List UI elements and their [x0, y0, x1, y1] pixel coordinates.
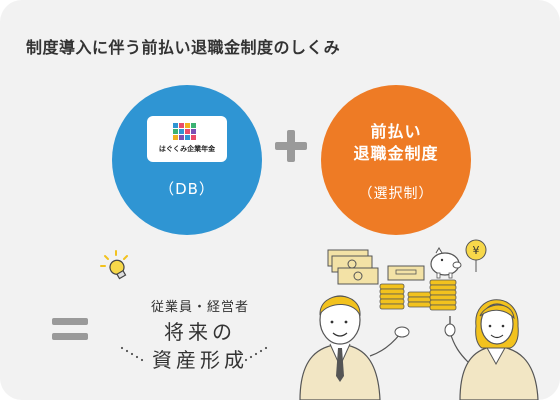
target-label: 従業員・経営者	[150, 300, 249, 315]
hagukumi-logo-mark-icon	[173, 123, 196, 140]
page-title: 制度導入に伴う前払い退職金制度のしくみ	[26, 38, 341, 57]
selection-label: （選択制）	[358, 186, 434, 202]
prepaid-retirement-circle: 前払い 退職金制度 （選択制）	[321, 85, 471, 235]
hagukumi-logo: はぐくみ企業年金	[147, 115, 227, 162]
future-asset-label: 将来の 資産形成	[122, 318, 278, 374]
plus-icon	[275, 130, 307, 162]
woman-figure	[444, 299, 539, 400]
svg-text:¥: ¥	[473, 244, 480, 257]
yen-coin-icon: ¥	[465, 239, 487, 272]
piggy-bank-icon	[430, 247, 462, 279]
man-figure	[299, 295, 410, 400]
prepaid-label: 前払い	[370, 122, 422, 141]
asset-formation-label: 資産形成	[152, 348, 248, 372]
lightbulb-icon	[100, 250, 128, 280]
dotted-accent-left	[120, 346, 144, 362]
people-money-illustration: ¥	[299, 239, 539, 400]
equals-icon	[52, 318, 88, 340]
banknote-icon	[327, 249, 379, 285]
future-label: 将来の	[164, 320, 236, 344]
retirement-system-label: 退職金制度	[353, 144, 439, 163]
db-label: （DB）	[159, 179, 215, 198]
logo-text: はぐくみ企業年金	[158, 145, 216, 153]
db-circle: はぐくみ企業年金 （DB）	[112, 85, 262, 235]
dotted-accent-right	[244, 346, 268, 362]
